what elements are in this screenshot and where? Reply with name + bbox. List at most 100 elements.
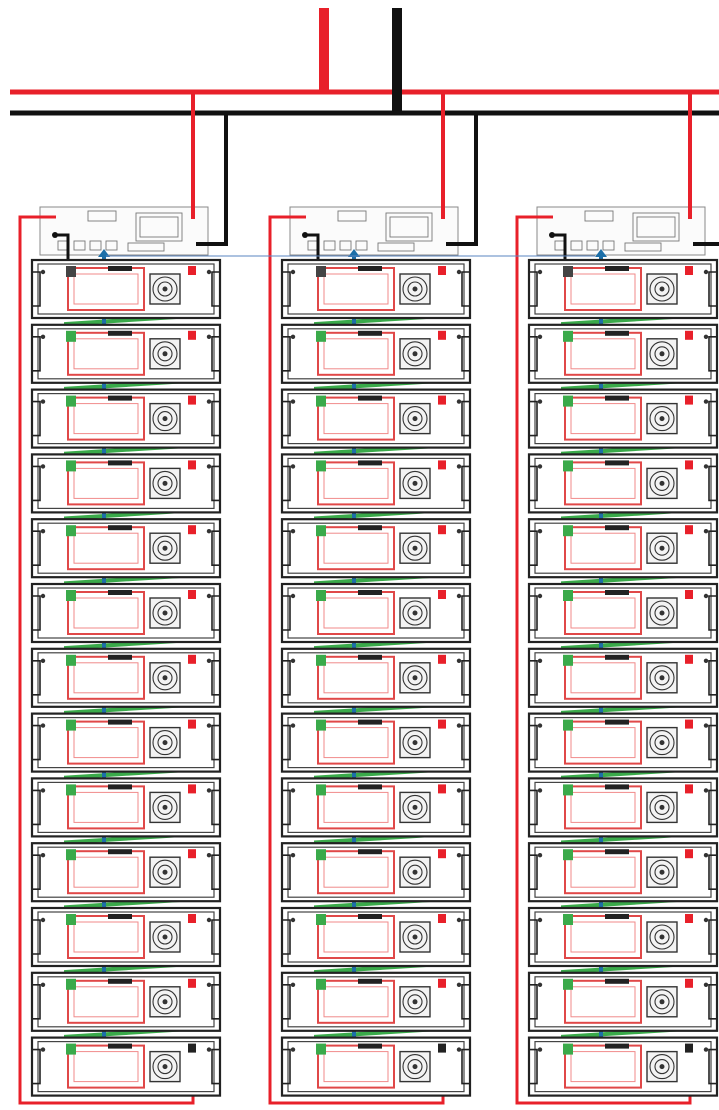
module-label — [67, 591, 145, 635]
rack-controller — [39, 206, 209, 256]
mount-hole — [703, 529, 709, 534]
fan-blade-ring — [407, 799, 423, 815]
module-inner-frame — [534, 328, 712, 380]
fan-hub — [659, 869, 665, 875]
battery-module — [30, 777, 222, 838]
module-terminal-negative — [316, 654, 326, 666]
controller-display — [385, 212, 433, 242]
fan-housing — [646, 273, 678, 305]
module-label-inner — [73, 662, 139, 694]
controller-port — [105, 240, 118, 251]
module-inner-frame — [287, 522, 465, 574]
mount-hole — [40, 464, 46, 469]
controller-housing — [289, 206, 459, 256]
module-label — [564, 396, 642, 441]
fan-icon — [649, 730, 675, 756]
battery-module — [280, 388, 472, 449]
mount-ear-left — [529, 465, 538, 502]
fan-hub — [659, 610, 665, 616]
module-inner-frame — [534, 716, 712, 769]
fan-blade-ring — [407, 475, 423, 491]
mount-hole — [40, 723, 46, 728]
module-terminal-positive — [685, 654, 693, 664]
mount-hole — [456, 1047, 462, 1052]
module-terminal-negative — [66, 266, 76, 277]
module-terminal-positive — [685, 1043, 693, 1053]
mount-ear-left — [282, 789, 291, 826]
fan-blade-ring — [157, 1059, 173, 1075]
module-label — [564, 1044, 642, 1089]
fan-blade-ring — [654, 605, 670, 621]
module-terminal-negative — [316, 784, 326, 796]
module-label — [564, 591, 642, 635]
module-label-inner — [570, 662, 636, 694]
fan-blade-ring — [157, 735, 173, 751]
comm-arrow-head-up — [348, 249, 360, 257]
module-terminal-negative — [66, 719, 76, 731]
module-inner-frame — [37, 846, 215, 898]
module-label-inner — [73, 338, 139, 370]
module-inner-frame — [37, 393, 215, 445]
fan-blade-ring — [407, 281, 423, 297]
mount-ear-left — [529, 919, 538, 955]
controller-display-inner — [636, 216, 676, 238]
controller-connector — [127, 242, 165, 252]
mount-hole — [537, 1047, 543, 1052]
fan-icon — [649, 665, 675, 691]
fan-icon — [152, 535, 178, 561]
module-inner-frame — [287, 328, 465, 380]
module-handle-bar — [605, 266, 629, 271]
fan-blade-ring — [157, 540, 173, 556]
module-handle-bar — [358, 914, 382, 919]
fan-hub — [162, 545, 168, 551]
battery-module — [527, 712, 719, 773]
mount-ear-left — [282, 660, 291, 696]
mount-ear-left — [32, 271, 41, 307]
mount-hole — [290, 982, 296, 987]
fan-hub — [162, 675, 168, 681]
mount-ear-left — [529, 660, 538, 696]
mount-ear-left — [282, 854, 291, 890]
module-terminal-negative — [563, 330, 573, 342]
battery-module — [527, 1036, 719, 1097]
module-label-inner — [323, 662, 389, 694]
mount-hole — [456, 788, 462, 793]
fan-blade-ring — [407, 346, 423, 362]
module-inner-frame — [37, 328, 215, 380]
mount-ear-right — [211, 465, 220, 502]
module-terminal-negative — [563, 460, 573, 472]
battery-module — [280, 1036, 472, 1097]
fan-blade-ring — [654, 411, 670, 427]
module-handle-bar — [108, 978, 132, 984]
module-label-inner — [323, 856, 389, 888]
fan-icon — [402, 859, 428, 885]
module-label — [317, 915, 395, 959]
fan-blade-ring — [407, 735, 423, 751]
mount-hole — [456, 464, 462, 469]
mount-hole — [456, 269, 462, 275]
fan-blade-ring — [157, 411, 173, 427]
controller-connector — [624, 242, 662, 252]
module-inner-frame — [37, 652, 215, 704]
module-terminal-positive — [438, 784, 446, 794]
mount-hole — [703, 593, 709, 599]
module-label-inner — [323, 727, 389, 759]
battery-racks — [18, 92, 719, 1105]
mount-ear-left — [282, 465, 291, 502]
mount-ear-left — [529, 789, 538, 826]
mount-ear-right — [461, 660, 470, 696]
module-label — [564, 785, 642, 830]
fan-hub — [412, 545, 418, 551]
mount-hole — [290, 853, 296, 858]
module-label-inner — [323, 338, 389, 370]
fan-icon — [649, 470, 675, 496]
module-label-inner — [570, 467, 636, 499]
module-label — [317, 850, 395, 895]
module-inner-frame — [287, 263, 465, 315]
mount-ear-right — [211, 271, 220, 307]
mount-hole — [290, 917, 296, 923]
module-label-inner — [73, 1051, 139, 1083]
module-terminal-positive — [188, 719, 196, 729]
module-label — [67, 979, 145, 1024]
mount-ear-left — [529, 1048, 538, 1085]
